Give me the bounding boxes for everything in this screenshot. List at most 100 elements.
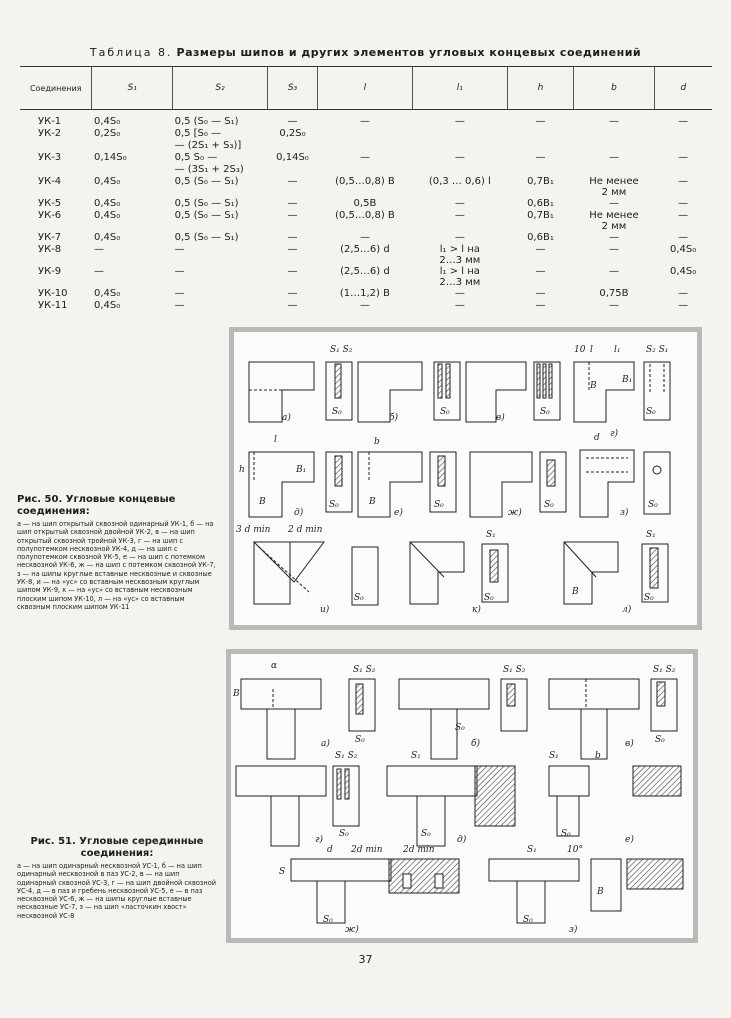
fig50-dim-s1s2: S₁ S₂ [330, 345, 353, 355]
table-cell: — [608, 300, 619, 311]
table-cell: 0,4S₀ [93, 198, 121, 209]
table-cell [412, 164, 507, 176]
fig50-dim-ten: 10 [574, 345, 586, 355]
fig51-label-z: з) [569, 924, 578, 935]
table-cell [267, 140, 317, 152]
fig50-label-z: з) [620, 507, 629, 518]
table-cell: 0,4S₀ [93, 210, 121, 221]
table-cell: — [678, 152, 689, 163]
table-cell: Не менее 2 мм [589, 176, 639, 198]
table-cell: — [678, 300, 689, 311]
fig51-dim-s1-d: S₁ [411, 751, 421, 761]
table-cell: 0,7B₁ [527, 210, 554, 221]
table-cell [507, 140, 573, 152]
table-cell: — [287, 300, 298, 311]
table-cell: (0,5…0,8) B [335, 176, 395, 187]
table-cell: — (3S₁ + 2S₃) [174, 164, 244, 175]
table-cell: — [287, 210, 298, 221]
table-cell [317, 164, 412, 176]
fig50-dim-s0-i: S₀ [354, 593, 364, 603]
fig51-dim-s0-b: S₀ [455, 723, 465, 733]
table-cell: 0,5 [S₀ — [174, 128, 222, 139]
fig50-dim-s1-l: S₁ [646, 530, 656, 540]
fig50-dim-l: l [590, 345, 593, 355]
table-cell: 0,4S₀ [93, 176, 121, 187]
table-cell: — [359, 116, 370, 127]
table-cell: — [287, 288, 298, 299]
fig50-label-v: в) [496, 412, 505, 423]
fig51-dim-s0-e: S₀ [561, 829, 571, 839]
joint-code-cell: УК-5 [38, 198, 62, 209]
table-cell [317, 140, 412, 152]
joint-code-cell: УК-11 [38, 300, 68, 311]
fig50-dim-b-e: b [374, 437, 380, 447]
table-cell: 0,5B [353, 198, 377, 209]
fig51-dim-ten: 10° [567, 845, 583, 855]
table-cell: — [535, 300, 546, 311]
table-cell: — [608, 244, 619, 255]
table-cell: — [287, 198, 298, 209]
fig50-label-a: а) [282, 412, 291, 423]
table-cell: 0,5 (S₀ — S₁) [174, 210, 239, 221]
table-cell: — [287, 244, 298, 255]
fig50-dim-bigb-e: B [368, 497, 376, 507]
table-cell [412, 128, 507, 140]
figure-51: а) б) в) г) д) е) ж) з) S₁ S₂ α B S₀ S₁ … [226, 649, 698, 943]
fig51-label-zh: ж) [345, 924, 359, 935]
fig50-dim-b-l: B [571, 587, 579, 597]
fig50-dim-b1-d: B₁ [295, 465, 306, 475]
fig51-dim-b-z: B [596, 887, 604, 897]
table-cell [574, 164, 655, 176]
fig51-dim-b-a: B [232, 689, 240, 699]
fig50-label-d: д) [294, 507, 304, 518]
table-cell: — [359, 300, 370, 311]
fig51-label-d: д) [457, 834, 467, 845]
figure-50: а) б) в) г) д) е) ж) з) и) к) л) S₁ S₂ S… [229, 327, 702, 630]
column-header-6: h [506, 66, 574, 110]
table-cell: 0,75B [599, 288, 629, 299]
figure-50-drawing: а) б) в) г) д) е) ж) з) и) к) л) S₁ S₂ S… [236, 345, 671, 615]
fig51-dim-s1s2-b: S₁ S₂ [503, 665, 526, 675]
table-cell: l₁ > l на 2…3 мм [439, 266, 481, 288]
fig50-dim-s0-b: S₀ [440, 407, 450, 417]
fig51-dim-s1s2-a: S₁ S₂ [353, 665, 376, 675]
table-cell: — [608, 152, 619, 163]
fig50-label-e: е) [394, 507, 403, 518]
fig51-dim-s0-a: S₀ [355, 735, 365, 745]
table-cell: — [174, 266, 185, 277]
fig50-dim-b1-g: B₁ [621, 375, 632, 385]
table-cell: 0,5 (S₀ — S₁) [174, 176, 239, 187]
fig50-dim-b-d: B [258, 497, 266, 507]
fig50-dim-s0-zh: S₀ [544, 500, 554, 510]
table-cell: 0,5 (S₀ — S₁) [174, 198, 239, 209]
table-cell: — [678, 288, 689, 299]
table-cell [654, 128, 712, 140]
table-cell: 0,5 (S₀ — S₁) [174, 232, 239, 243]
table-cell: — [174, 300, 185, 311]
table-cell: — [287, 176, 298, 187]
column-header-4: l [316, 66, 413, 110]
column-header-5: l₁ [411, 66, 508, 110]
table-cell [92, 164, 173, 176]
table-cell: — [608, 232, 619, 243]
page-number: 37 [358, 953, 373, 966]
table-cell: — [608, 198, 619, 209]
table-cell: 0,4S₀ [93, 288, 121, 299]
fig51-dim-2dmin-2: 2d min [402, 845, 435, 855]
table-title: Таблица 8. Размеры шипов и других элемен… [0, 46, 731, 59]
joint-code-cell: УК-9 [38, 266, 62, 277]
table-cell: — [535, 266, 546, 277]
table-cell [654, 140, 712, 152]
table-cell [574, 140, 655, 152]
table-cell: — [608, 116, 619, 127]
fig50-dim-s0-a: S₀ [332, 407, 342, 417]
table-cell: — [454, 300, 465, 311]
fig50-dim-s0-v: S₀ [540, 407, 550, 417]
table-cell: — [287, 116, 298, 127]
joint-code-cell: УК-1 [38, 116, 62, 127]
fig50-dim-3dmin: 3 d min [236, 525, 271, 535]
